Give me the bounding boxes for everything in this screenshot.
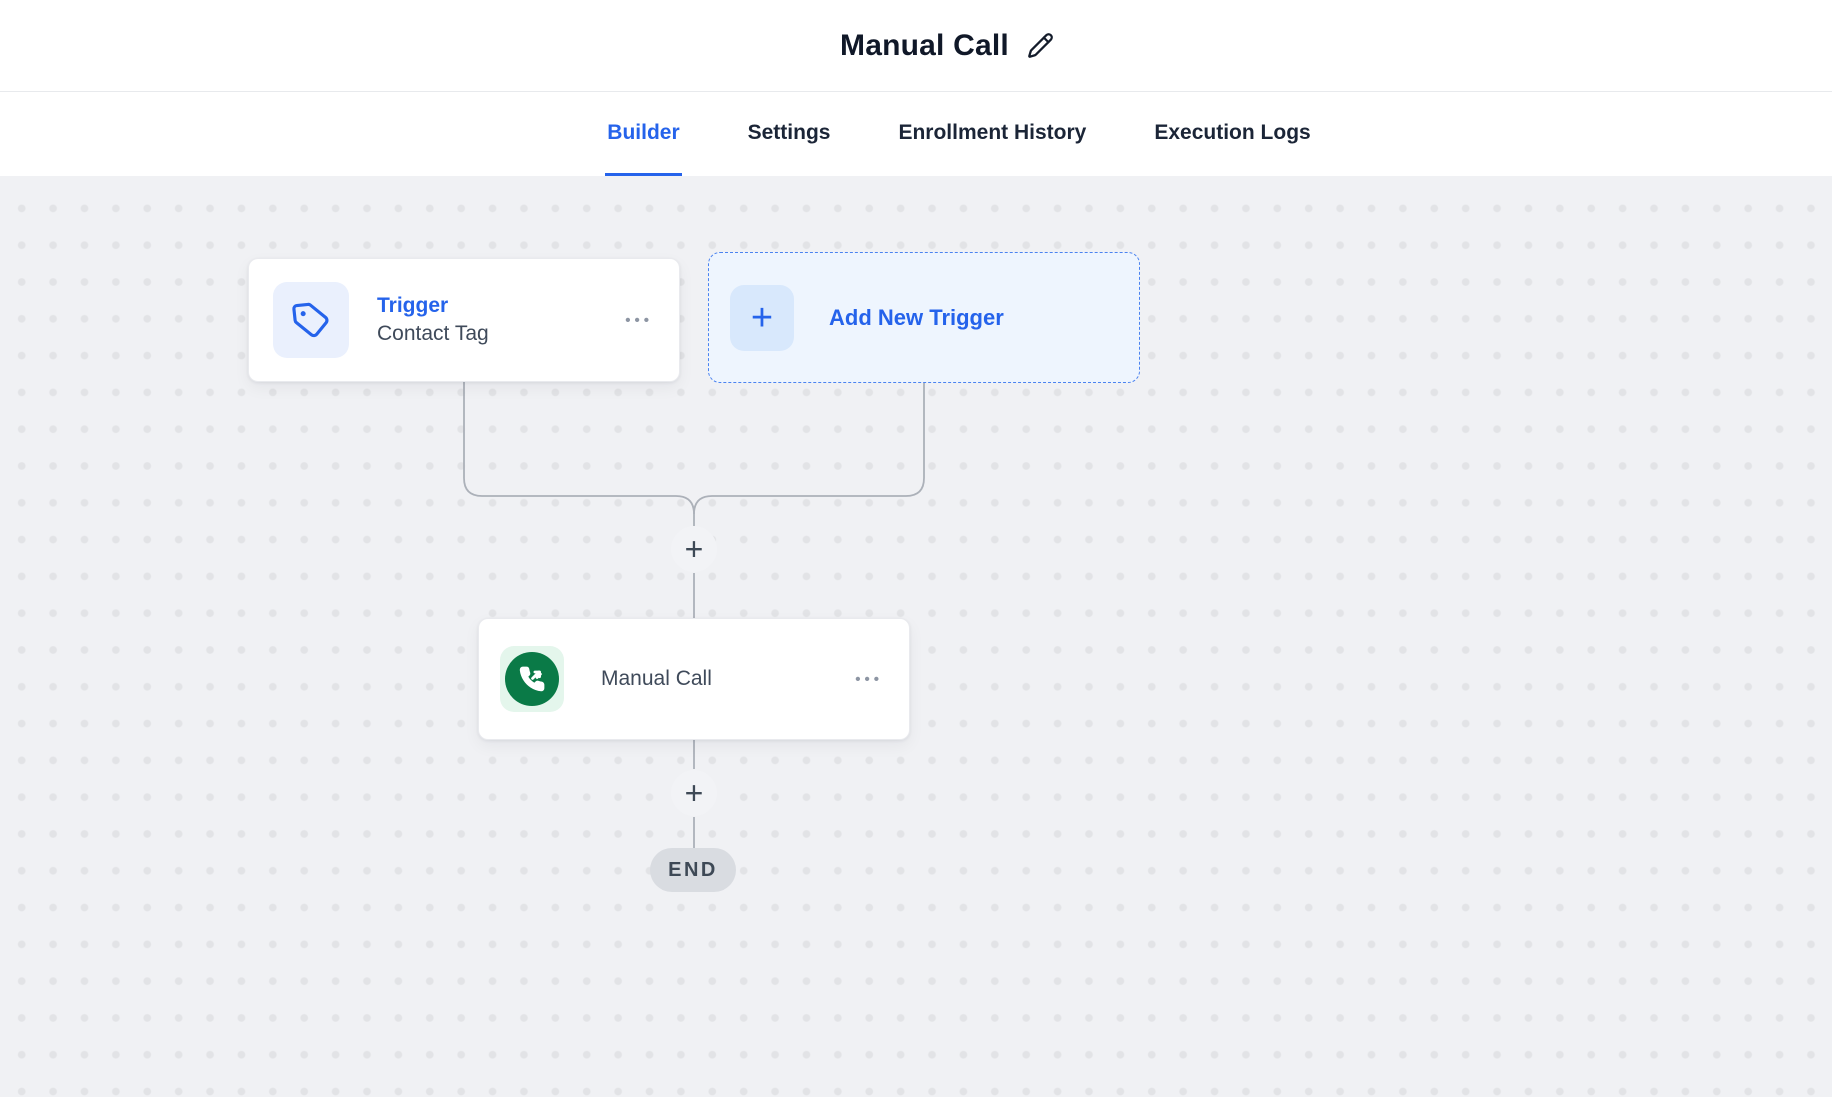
page-title: Manual Call — [840, 28, 1009, 62]
bottom-strip — [0, 1097, 1832, 1102]
plus-glyph: + — [750, 296, 774, 339]
tab-enrollment-history[interactable]: Enrollment History — [898, 120, 1087, 144]
workflow-canvas[interactable]: Trigger Contact Tag ••• + Add New Trigge… — [0, 176, 1832, 1097]
add-new-trigger-label: Add New Trigger — [829, 304, 1004, 330]
tag-icon — [273, 282, 349, 358]
trigger-card-title: Trigger — [377, 294, 449, 317]
tab-bar: Builder Settings Enrollment History Exec… — [0, 92, 1832, 176]
tab-execution-logs[interactable]: Execution Logs — [1154, 120, 1311, 144]
end-node: END — [650, 848, 736, 892]
insert-step-button-top[interactable]: + — [671, 526, 717, 572]
pencil-icon — [1028, 33, 1053, 58]
trigger-card-menu-button[interactable]: ••• — [625, 311, 653, 329]
manual-call-card[interactable]: Manual Call ••• — [478, 618, 910, 740]
insert-step-button-bottom[interactable]: + — [671, 770, 717, 816]
plus-icon: + — [730, 284, 794, 351]
tab-settings[interactable]: Settings — [747, 120, 831, 144]
phone-outgoing-icon-circle — [505, 652, 559, 706]
trigger-card[interactable]: Trigger Contact Tag ••• — [248, 258, 680, 382]
trigger-card-text: Trigger Contact Tag — [377, 294, 625, 346]
workflow-title-wrap: Manual Call — [840, 29, 1054, 63]
edit-title-button[interactable] — [1027, 32, 1054, 59]
plus-icon: + — [684, 775, 704, 811]
phone-outgoing-icon — [500, 646, 564, 712]
trigger-card-subtitle: Contact Tag — [377, 322, 489, 345]
plus-icon: + — [684, 531, 704, 567]
add-new-trigger-button[interactable]: + Add New Trigger — [708, 252, 1140, 383]
manual-call-card-label: Manual Call — [601, 667, 712, 690]
header: Manual Call — [0, 0, 1832, 92]
manual-call-card-menu-button[interactable]: ••• — [855, 670, 883, 688]
tab-builder[interactable]: Builder — [605, 92, 682, 176]
